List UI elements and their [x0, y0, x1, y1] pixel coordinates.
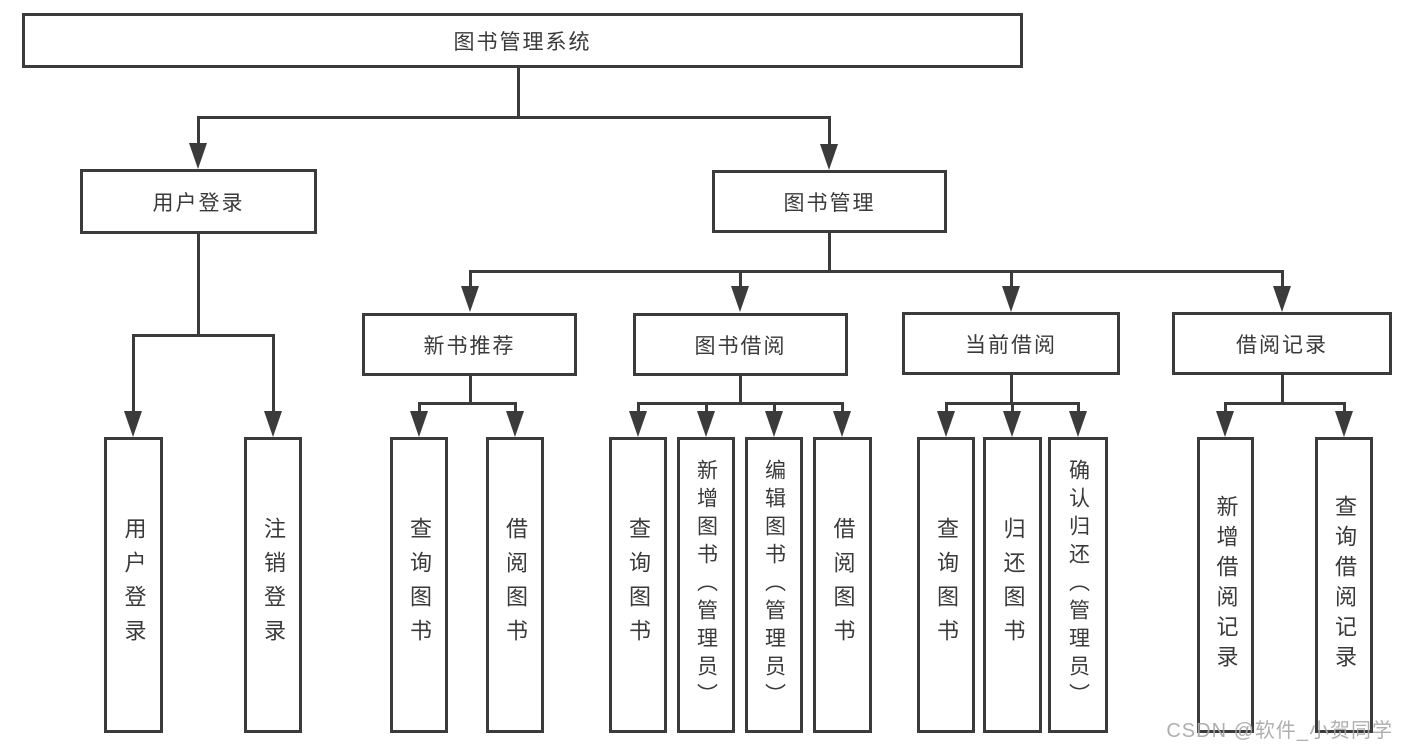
- node-label: 编辑图书（管理员）: [762, 459, 786, 711]
- connector-line: [1224, 402, 1345, 405]
- node-label: 查询图书: [407, 517, 432, 653]
- connector-line: [132, 334, 274, 337]
- node-current-borrowing: 当前借阅: [902, 312, 1120, 375]
- connector-line: [1077, 402, 1080, 414]
- node-label: 用户登录: [152, 191, 245, 215]
- node-label: 查询图书: [934, 517, 959, 653]
- node-leaf-user-login: 用户登录: [104, 437, 163, 733]
- connector-line: [197, 116, 200, 144]
- connector-line: [469, 270, 472, 288]
- connector-line: [1011, 402, 1014, 414]
- connector-arrowhead: [264, 411, 282, 437]
- node-leaf-query-books-2: 查询图书: [609, 437, 667, 733]
- node-label: 新增图书（管理员）: [694, 459, 718, 711]
- connector-line: [1010, 375, 1013, 405]
- connector-line: [705, 402, 708, 414]
- watermark: CSDN @软件_小贺同学: [1166, 720, 1393, 742]
- node-leaf-add-borrow-record: 新增借阅记录: [1197, 437, 1254, 733]
- node-label: 新书推荐: [423, 334, 516, 358]
- connector-arrowhead: [731, 286, 749, 312]
- connector-arrowhead: [937, 411, 955, 437]
- node-leaf-borrow-books-2: 借阅图书: [813, 437, 872, 733]
- connector-arrowhead: [410, 411, 428, 437]
- connector-line: [517, 68, 520, 118]
- connector-line: [828, 116, 831, 145]
- connector-arrowhead: [697, 411, 715, 437]
- connector-line: [272, 334, 275, 412]
- connector-arrowhead: [1069, 411, 1087, 437]
- connector-line: [1281, 270, 1284, 288]
- node-leaf-add-books-admin: 新增图书（管理员）: [677, 437, 735, 733]
- connector-line: [637, 402, 843, 405]
- connector-arrowhead: [1002, 286, 1020, 312]
- connector-arrowhead: [765, 411, 783, 437]
- connector-line: [739, 270, 742, 288]
- connector-line: [469, 270, 1284, 273]
- node-label: 图书借阅: [694, 334, 787, 358]
- node-leaf-confirm-return-admin: 确认归还（管理员）: [1048, 437, 1108, 733]
- node-label: 借阅记录: [1236, 333, 1328, 357]
- node-label: 新增借阅记录: [1213, 495, 1239, 675]
- node-leaf-borrow-books-1: 借阅图书: [486, 437, 544, 733]
- node-library-system: 图书管理系统: [22, 13, 1023, 68]
- node-label: 注销登录: [261, 517, 286, 653]
- node-user-login: 用户登录: [80, 169, 317, 234]
- connector-line: [773, 402, 776, 414]
- node-leaf-logout: 注销登录: [244, 437, 302, 733]
- connector-line: [739, 376, 742, 405]
- connector-arrowhead: [1273, 286, 1291, 312]
- connector-line: [1281, 375, 1284, 405]
- connector-line: [828, 233, 831, 272]
- node-book-borrowing: 图书借阅: [633, 313, 848, 376]
- connector-line: [197, 234, 200, 336]
- node-book-management: 图书管理: [712, 170, 947, 233]
- connector-line: [1010, 270, 1013, 288]
- connector-line: [197, 116, 831, 119]
- node-label: 归还图书: [1000, 517, 1026, 653]
- connector-arrowhead: [1216, 411, 1234, 437]
- node-leaf-query-borrow-record: 查询借阅记录: [1315, 437, 1373, 733]
- connector-arrowhead: [461, 286, 479, 312]
- connector-line: [945, 402, 948, 414]
- connector-line: [418, 402, 421, 414]
- connector-arrowhead: [124, 411, 142, 437]
- node-leaf-query-books-1: 查询图书: [390, 437, 448, 733]
- node-label: 当前借阅: [965, 333, 1057, 357]
- node-leaf-query-books-3: 查询图书: [917, 437, 975, 733]
- node-label: 图书管理系统: [453, 30, 592, 54]
- node-label: 用户登录: [121, 517, 147, 653]
- connector-line: [841, 402, 844, 414]
- node-label: 确认归还（管理员）: [1066, 459, 1090, 711]
- node-label: 图书管理: [783, 191, 876, 215]
- node-leaf-return-books: 归还图书: [983, 437, 1042, 733]
- node-label: 查询图书: [626, 517, 651, 653]
- node-label: 查询借阅记录: [1332, 495, 1357, 675]
- node-new-book-recommend: 新书推荐: [362, 313, 577, 376]
- connector-arrowhead: [506, 411, 524, 437]
- connector-line: [469, 376, 472, 405]
- connector-arrowhead: [820, 144, 838, 170]
- node-borrow-records: 借阅记录: [1172, 312, 1392, 375]
- node-label: 借阅图书: [830, 517, 856, 653]
- connector-arrowhead: [189, 143, 207, 169]
- node-label: 借阅图书: [503, 517, 528, 653]
- connector-line: [132, 334, 135, 412]
- connector-arrowhead: [629, 411, 647, 437]
- connector-line: [418, 402, 516, 405]
- connector-line: [1224, 402, 1227, 414]
- connector-line: [1343, 402, 1346, 414]
- connector-arrowhead: [1335, 411, 1353, 437]
- connector-arrowhead: [833, 411, 851, 437]
- connector-line: [637, 402, 640, 414]
- connector-arrowhead: [1003, 411, 1021, 437]
- connector-line: [514, 402, 517, 414]
- node-leaf-edit-books-admin: 编辑图书（管理员）: [745, 437, 803, 733]
